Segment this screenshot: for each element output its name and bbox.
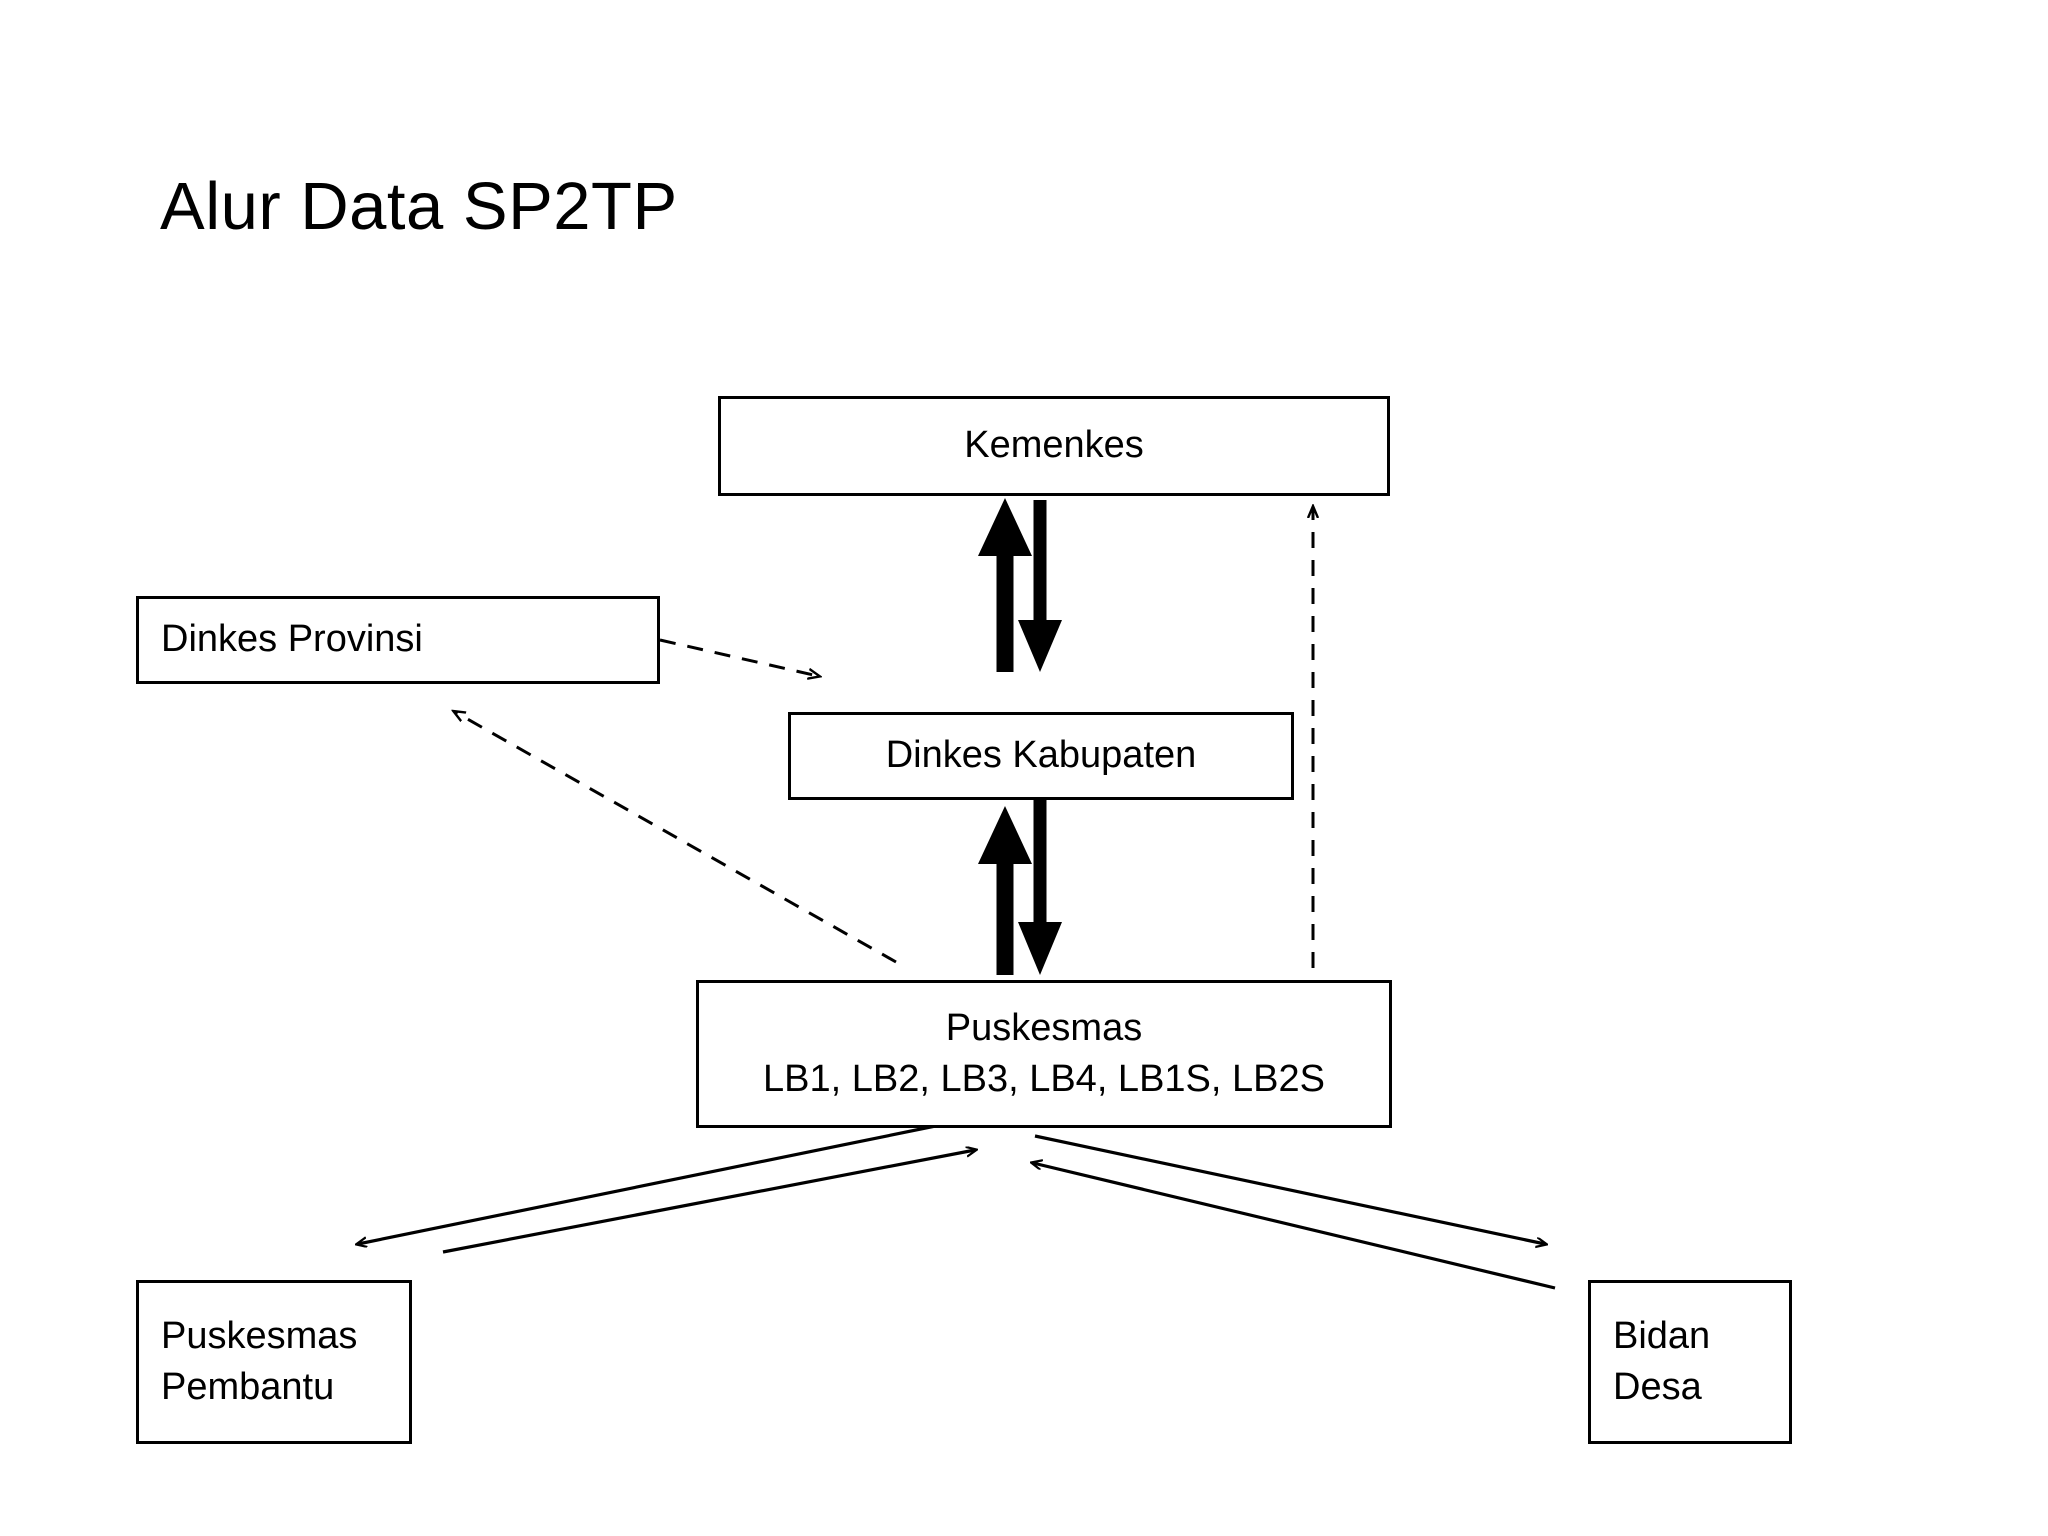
node-puskesmas-pembantu-sublabel: Pembantu <box>161 1366 335 1408</box>
node-dinkes-kabupaten-label: Dinkes Kabupaten <box>885 734 1197 777</box>
node-kemenkes[interactable]: Kemenkes <box>718 396 1390 496</box>
page-title: Alur Data SP2TP <box>160 169 678 244</box>
edge-puskesmas-to-kabupaten <box>978 806 1032 975</box>
node-dinkes-kabupaten[interactable]: Dinkes Kabupaten <box>788 712 1294 800</box>
node-puskesmas-label: Puskesmas <box>945 1006 1143 1049</box>
node-dinkes-provinsi[interactable]: Dinkes Provinsi <box>136 596 660 684</box>
edge-pembantu-to-puskesmas <box>442 1150 975 1254</box>
node-kemenkes-label: Kemenkes <box>964 424 1144 467</box>
node-puskesmas-sublabel: LB1, LB2, LB3, LB4, LB1S, LB2S <box>763 1058 1325 1100</box>
edge-kabupaten-to-kemenkes <box>978 498 1032 672</box>
edge-puskesmas-to-bidan <box>1034 1134 1545 1244</box>
node-puskesmas-pembantu[interactable]: Puskesmas Pembantu <box>136 1280 412 1444</box>
node-dinkes-provinsi-label: Dinkes Provinsi <box>161 618 423 661</box>
node-bidan-desa-label: Bidan <box>1613 1314 1711 1357</box>
node-bidan-desa-sublabel: Desa <box>1613 1366 1702 1408</box>
edge-bidan-to-puskesmas <box>1033 1163 1556 1290</box>
edge-puskesmas-to-pembantu <box>358 1118 966 1244</box>
edge-kemenkes-to-kabupaten <box>1018 500 1062 672</box>
node-puskesmas-pembantu-label: Puskesmas <box>161 1314 358 1357</box>
edge-kabupaten-to-puskesmas <box>1018 800 1062 975</box>
node-bidan-desa[interactable]: Bidan Desa <box>1588 1280 1792 1444</box>
node-puskesmas[interactable]: Puskesmas LB1, LB2, LB3, LB4, LB1S, LB2S <box>696 980 1392 1128</box>
edge-provinsi-to-kabupaten <box>659 638 818 676</box>
